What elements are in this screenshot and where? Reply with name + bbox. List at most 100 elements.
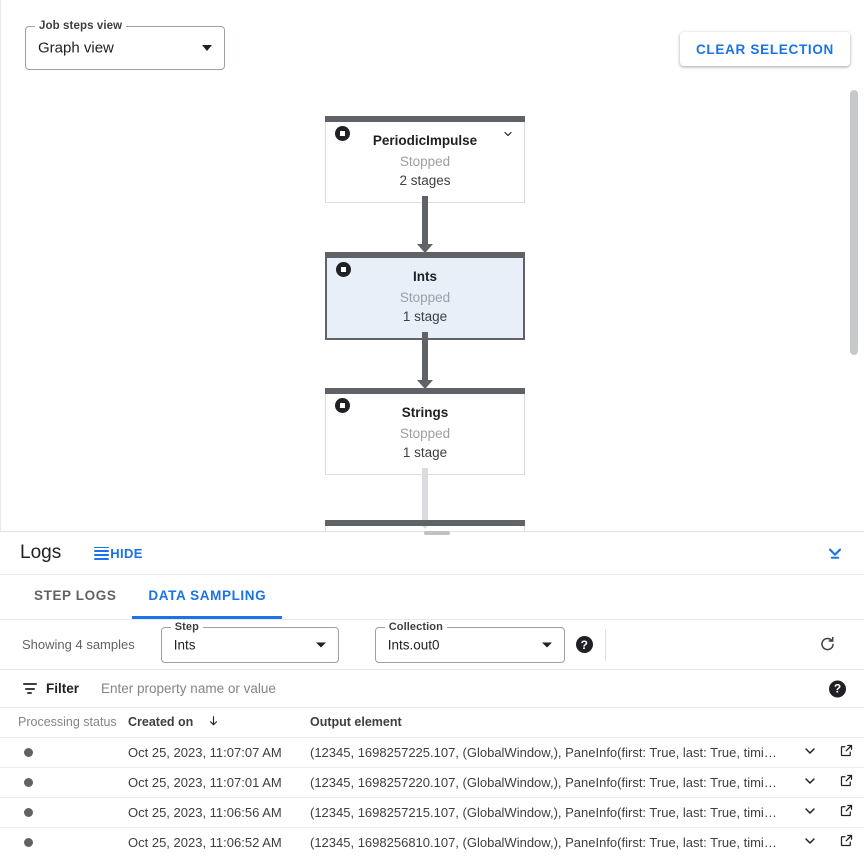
table-header-row: Processing status Created on Output elem… bbox=[0, 708, 864, 738]
graph-node-ints[interactable]: Ints Stopped 1 stage bbox=[325, 252, 525, 340]
chevron-down-icon[interactable] bbox=[802, 743, 818, 759]
cell-expand[interactable] bbox=[792, 737, 828, 768]
cell-output-element: (12345, 1698256810.107, (GlobalWindow,),… bbox=[310, 827, 792, 856]
status-badge bbox=[24, 837, 33, 847]
stop-circle-icon bbox=[335, 126, 350, 141]
table-row[interactable]: Oct 25, 2023, 11:06:56 AM(12345, 1698257… bbox=[0, 797, 864, 828]
tab-data-sampling[interactable]: DATA SAMPLING bbox=[132, 575, 283, 619]
collection-value: Ints.out0 bbox=[387, 637, 440, 652]
stop-circle-icon bbox=[335, 398, 350, 413]
step-label: Step bbox=[170, 619, 203, 634]
clear-selection-button[interactable]: CLEAR SELECTION bbox=[679, 32, 850, 66]
graph-node-partial-offscreen[interactable] bbox=[325, 520, 525, 531]
logs-panel-resize-handle[interactable] bbox=[424, 531, 450, 535]
filter-input[interactable] bbox=[99, 670, 864, 707]
hide-logs-label: HIDE bbox=[110, 545, 143, 561]
tab-step-logs[interactable]: STEP LOGS bbox=[18, 575, 132, 619]
cell-processing-status bbox=[0, 767, 128, 798]
stop-circle-icon bbox=[336, 262, 351, 277]
collection-label: Collection bbox=[384, 619, 447, 634]
table-row[interactable]: Oct 25, 2023, 11:07:01 AM(12345, 1698257… bbox=[0, 767, 864, 798]
cell-output-element: (12345, 1698257220.107, (GlobalWindow,),… bbox=[310, 767, 792, 798]
help-icon[interactable]: ? bbox=[829, 680, 846, 697]
chevron-down-icon[interactable] bbox=[802, 773, 818, 789]
cell-created-on: Oct 25, 2023, 11:06:56 AM bbox=[128, 797, 310, 828]
open-in-new-icon[interactable] bbox=[839, 743, 854, 758]
caret-down-icon[interactable] bbox=[202, 45, 212, 51]
graph-node-strings[interactable]: Strings Stopped 1 stage bbox=[325, 388, 525, 475]
collection-select[interactable]: Collection Ints.out0 bbox=[374, 619, 565, 663]
node-title: Ints bbox=[412, 269, 437, 284]
caret-down-icon[interactable] bbox=[315, 642, 326, 647]
filter-label: Filter bbox=[46, 681, 80, 696]
list-lines-icon bbox=[94, 546, 110, 560]
cell-expand[interactable] bbox=[792, 767, 828, 798]
cell-processing-status bbox=[0, 827, 128, 856]
expand-less-bar-icon[interactable] bbox=[822, 540, 848, 566]
node-status: Stopped bbox=[399, 290, 451, 305]
cell-processing-status bbox=[0, 737, 128, 768]
job-steps-view-value: Graph view bbox=[38, 39, 114, 57]
cell-processing-status bbox=[0, 797, 128, 828]
cell-created-on: Oct 25, 2023, 11:07:01 AM bbox=[128, 767, 310, 798]
node-title: Strings bbox=[401, 405, 449, 420]
open-in-new-icon[interactable] bbox=[839, 773, 854, 788]
cell-open[interactable] bbox=[828, 827, 864, 856]
open-in-new-icon[interactable] bbox=[839, 833, 854, 848]
job-steps-view-select[interactable]: Job steps view Graph view bbox=[25, 19, 225, 70]
logs-title: Logs bbox=[20, 542, 62, 563]
cell-created-on: Oct 25, 2023, 11:07:07 AM bbox=[128, 737, 310, 768]
chevron-down-icon[interactable] bbox=[802, 833, 818, 849]
column-header-expand bbox=[792, 708, 828, 738]
showing-samples-label: Showing 4 samples bbox=[22, 637, 135, 652]
toolbar-divider bbox=[604, 628, 606, 661]
logs-panel: Logs HIDE STEP LOGS DATA SAMPLING Showin… bbox=[0, 531, 864, 856]
open-in-new-icon[interactable] bbox=[839, 803, 854, 818]
help-icon[interactable]: ? bbox=[575, 636, 593, 653]
node-status-bar bbox=[325, 116, 525, 122]
edge-arrow-icon bbox=[417, 380, 433, 389]
node-status-bar bbox=[325, 388, 525, 394]
refresh-icon[interactable] bbox=[814, 632, 840, 658]
data-sampling-controls: Showing 4 samples Step Ints Collection I… bbox=[0, 619, 864, 670]
hide-logs-button[interactable]: HIDE bbox=[92, 544, 145, 563]
collection-field[interactable]: Collection Ints.out0 bbox=[374, 619, 565, 663]
cell-output-element: (12345, 1698257225.107, (GlobalWindow,),… bbox=[310, 737, 792, 768]
filter-icon bbox=[22, 683, 37, 695]
job-steps-view-label: Job steps view bbox=[35, 19, 127, 33]
filter-bar: Filter ? bbox=[0, 670, 864, 708]
cell-expand[interactable] bbox=[792, 827, 828, 856]
step-select[interactable]: Step Ints bbox=[160, 619, 339, 663]
node-status-bar bbox=[325, 252, 525, 258]
caret-down-icon[interactable] bbox=[541, 642, 552, 647]
table-row[interactable]: Oct 25, 2023, 11:06:52 AM(12345, 1698256… bbox=[0, 827, 864, 856]
column-header-created-on[interactable]: Created on bbox=[128, 708, 310, 738]
chevron-down-icon[interactable] bbox=[502, 128, 514, 140]
graph-vertical-scrollbar[interactable] bbox=[850, 90, 858, 355]
cell-expand[interactable] bbox=[792, 797, 828, 828]
arrow-down-icon bbox=[207, 714, 220, 731]
status-badge bbox=[24, 747, 33, 757]
job-steps-view-field[interactable]: Job steps view Graph view bbox=[25, 19, 225, 70]
cell-open[interactable] bbox=[828, 767, 864, 798]
node-status: Stopped bbox=[399, 154, 451, 169]
column-header-processing-status[interactable]: Processing status bbox=[0, 708, 128, 738]
cell-open[interactable] bbox=[828, 797, 864, 828]
status-badge bbox=[24, 777, 33, 787]
step-value: Ints bbox=[173, 637, 196, 652]
table-row[interactable]: Oct 25, 2023, 11:07:07 AM(12345, 1698257… bbox=[0, 737, 864, 768]
node-status-bar bbox=[325, 520, 525, 526]
graph-node-periodicimpulse[interactable]: PeriodicImpulse Stopped 2 stages bbox=[325, 116, 525, 203]
logs-header: Logs HIDE bbox=[0, 532, 864, 575]
column-header-open bbox=[828, 708, 864, 738]
cell-created-on: Oct 25, 2023, 11:06:52 AM bbox=[128, 827, 310, 856]
samples-table: Processing status Created on Output elem… bbox=[0, 708, 864, 856]
node-stages: 2 stages bbox=[399, 173, 451, 188]
column-header-output-element[interactable]: Output element bbox=[310, 708, 792, 738]
logs-tabs: STEP LOGS DATA SAMPLING bbox=[0, 575, 864, 620]
cell-open[interactable] bbox=[828, 737, 864, 768]
graph-edge-strings-to-next bbox=[417, 468, 433, 529]
chevron-down-icon[interactable] bbox=[802, 803, 818, 819]
step-field[interactable]: Step Ints bbox=[160, 619, 339, 663]
